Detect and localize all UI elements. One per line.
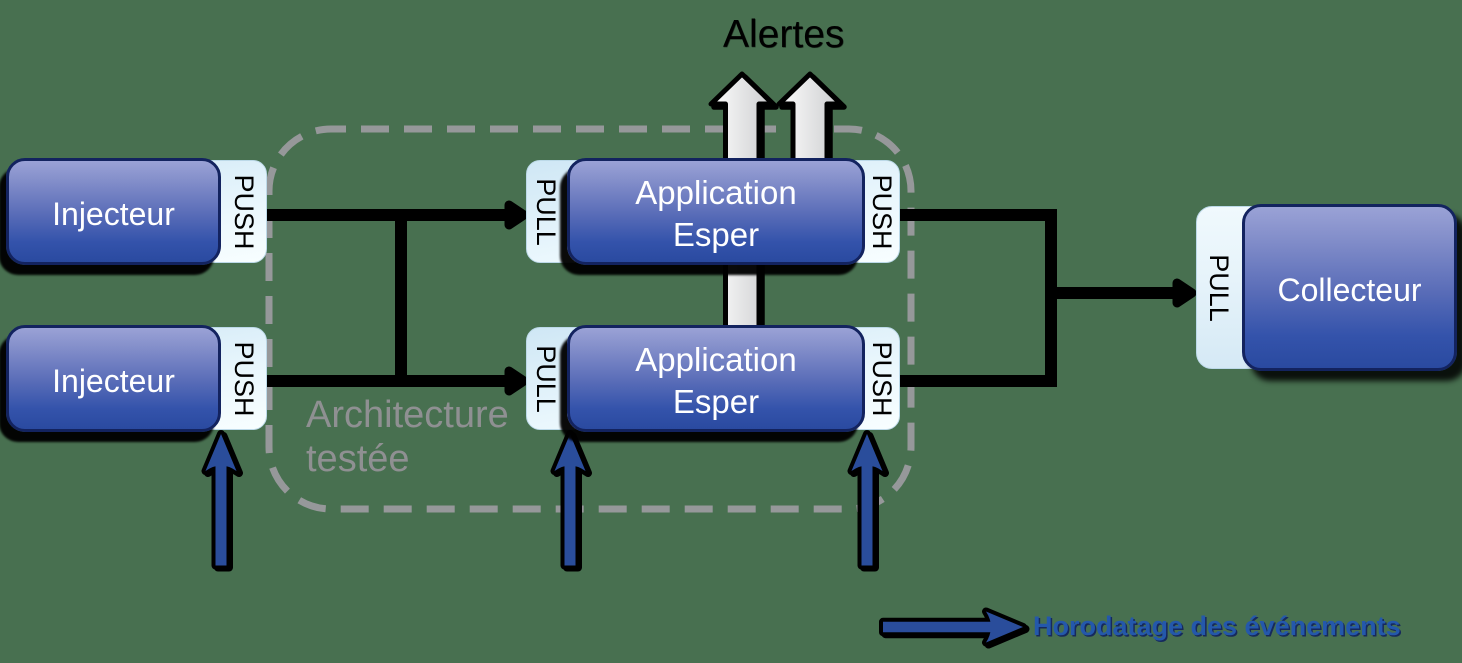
svg-text:PULL: PULL — [531, 178, 561, 246]
svg-text:PUSH: PUSH — [229, 341, 259, 416]
svg-text:PULL: PULL — [531, 345, 561, 413]
svg-text:PUSH: PUSH — [229, 174, 259, 249]
svg-text:PUSH: PUSH — [867, 174, 897, 249]
svg-text:PULL: PULL — [1204, 254, 1234, 322]
svg-text:PUSH: PUSH — [867, 341, 897, 416]
